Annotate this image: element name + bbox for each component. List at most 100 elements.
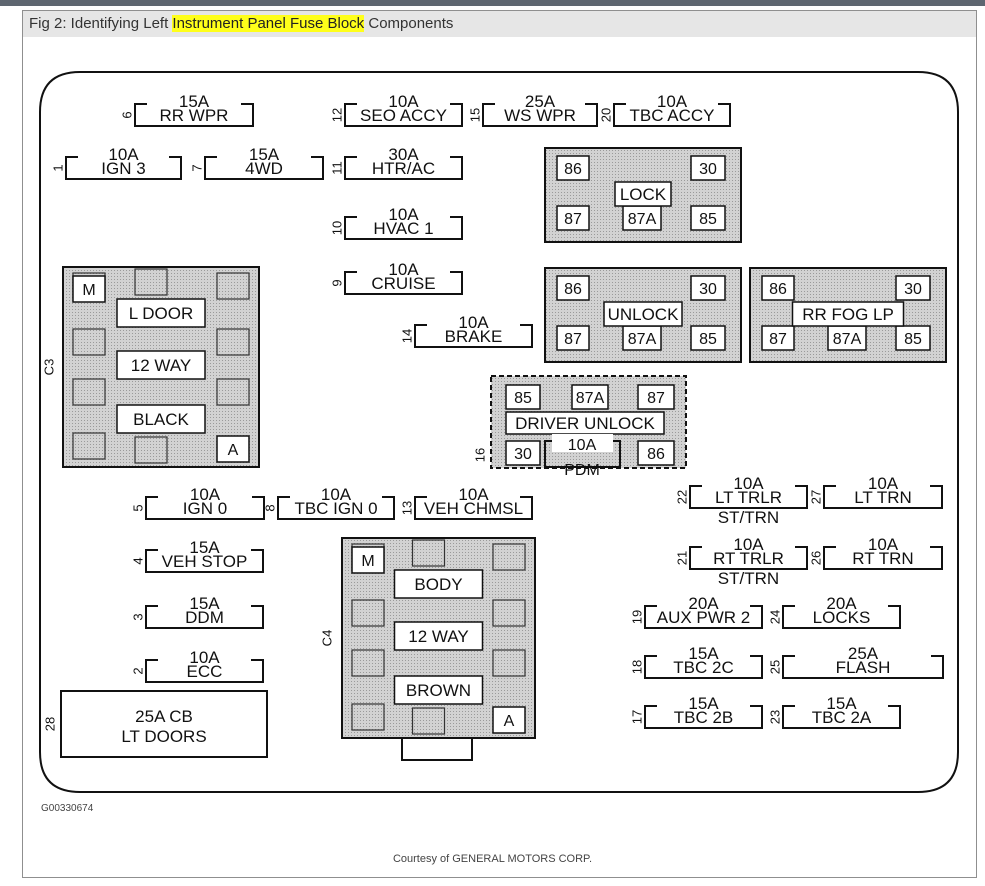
connector-cavity	[351, 649, 385, 677]
driver-unlock-pin-box	[505, 440, 541, 466]
fuse-label: HVAC 1	[373, 219, 433, 238]
connector-cavity	[351, 703, 385, 731]
relay-pin-label: 86	[564, 281, 582, 298]
relay-pin-label: 87	[564, 211, 582, 228]
connector-cavity	[216, 378, 250, 406]
fuse-label-line2: ST/TRN	[718, 508, 779, 527]
relay-pin-label: 85	[904, 331, 922, 348]
fuse-label: RR WPR	[160, 106, 229, 125]
fuse-amp-rating: 10A	[657, 92, 688, 111]
connector-pin-a: A	[504, 713, 515, 730]
fuse-label: WS WPR	[504, 106, 576, 125]
relay-pin-box	[761, 275, 795, 301]
fuse-amp-rating: 15A	[826, 694, 857, 713]
connector-pin-a-box	[216, 435, 250, 463]
connector-cavity	[492, 649, 526, 677]
fuse-amp-rating: 20A	[826, 594, 857, 613]
connector-label: L DOOR	[129, 304, 194, 323]
fuse-outline	[644, 705, 763, 729]
relay-name-box	[614, 181, 672, 207]
fuse-outline	[644, 655, 763, 679]
fuse-amp-rating: 10A	[321, 485, 352, 504]
fuse-amp-rating: 10A	[108, 145, 139, 164]
driver-unlock-pin-label: 86	[647, 446, 665, 463]
connector-pin-a-box	[492, 706, 526, 734]
fuse-label: DDM	[185, 608, 224, 627]
relay-pin-box	[556, 275, 590, 301]
fuse-amp-rating: 10A	[868, 535, 899, 554]
connector-cavity	[411, 539, 446, 567]
connector-id: C3	[41, 359, 56, 376]
relay-name-box	[603, 301, 683, 327]
relay-pin-box	[690, 275, 726, 301]
relay-pin-label: 30	[699, 281, 717, 298]
relay-name: UNLOCK	[608, 305, 680, 324]
relay-pin-label: 86	[564, 161, 582, 178]
connector-cavity	[72, 328, 106, 356]
relay-pin-label: 30	[904, 281, 922, 298]
circuit-breaker-body	[60, 690, 268, 758]
relay-pin-label: 87A	[628, 211, 657, 228]
connector-label: 12 WAY	[408, 627, 468, 646]
fuse-label-line2: ST/TRN	[718, 569, 779, 588]
fuse-amp-rating: 10A	[388, 205, 419, 224]
fuse-label: BRAKE	[445, 327, 503, 346]
fuse-label: TBC ACCY	[629, 106, 714, 125]
fuse-label: LOCKS	[813, 608, 871, 627]
relay-name-box	[791, 301, 905, 327]
fuse-number: 2	[130, 667, 145, 674]
fuse-outline	[134, 103, 254, 127]
relay-pin-box	[556, 155, 590, 181]
connector-cavity	[411, 707, 446, 735]
fuse-amp-rating: 30A	[388, 145, 419, 164]
fuse-outline	[344, 103, 463, 127]
fuse-amp-rating: 10A	[458, 485, 489, 504]
connector-label-box	[116, 298, 206, 328]
relay-pin-box	[895, 275, 931, 301]
fuse-number: 25	[767, 660, 782, 674]
fuse-outline	[145, 605, 264, 629]
circuit-breaker-number: 28	[42, 717, 57, 731]
fuse-outline	[482, 103, 598, 127]
fuse-amp-rating: 10A	[733, 474, 764, 493]
caption-prefix: Fig 2: Identifying Left	[29, 15, 173, 32]
driver-unlock-name: DRIVER UNLOCK	[515, 414, 655, 433]
caption-suffix: Components	[364, 15, 454, 32]
driver-unlock-pin-box	[571, 384, 609, 410]
relay-pin-box	[556, 325, 590, 351]
circuit-breaker-label: LT DOORS	[121, 727, 206, 746]
fuse-outline	[344, 271, 463, 295]
fuse-amp-rating: 15A	[189, 538, 220, 557]
fuse-outline	[277, 496, 395, 520]
fuse-outline	[145, 496, 265, 520]
fuse-number: 8	[262, 504, 277, 511]
connector-label-box	[116, 404, 206, 434]
fuse-amp-rating: 10A	[189, 648, 220, 667]
fuse-outline	[782, 605, 901, 629]
relay-pin-box	[690, 155, 726, 181]
fuse-outline	[823, 485, 943, 509]
fuse-outline	[823, 546, 943, 570]
connector-label: 12 WAY	[131, 356, 191, 375]
fuse-number: 1	[50, 164, 65, 171]
fuse-label: SEO ACCY	[360, 106, 447, 125]
fuse-number: 13	[399, 501, 414, 515]
fuse-number: 7	[189, 164, 204, 171]
connector-cavity	[492, 543, 526, 571]
circuit-breaker-rating: 25A CB	[135, 707, 193, 726]
fuse-number: 18	[629, 660, 644, 674]
fuse-number: 6	[119, 111, 134, 118]
top-bar	[0, 0, 985, 6]
fuse-label: RT TRLR	[713, 549, 784, 568]
fuse-outline	[782, 655, 944, 679]
